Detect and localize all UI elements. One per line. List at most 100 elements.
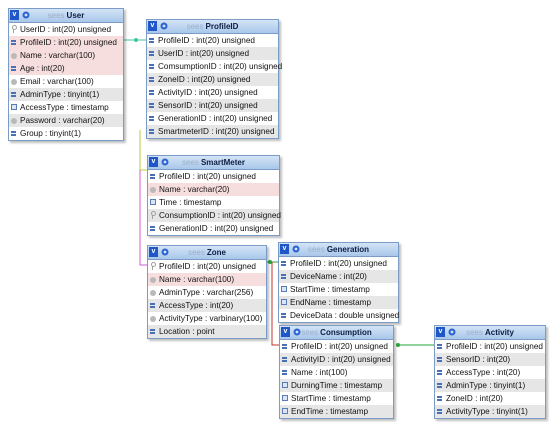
number-icon <box>11 130 16 137</box>
string-icon <box>11 53 17 59</box>
column-row[interactable]: UserID : int(20) unsigned <box>147 47 278 60</box>
column-row[interactable]: Time : timestamp <box>148 196 279 209</box>
collapse-toggle-icon[interactable]: v <box>10 10 19 20</box>
column-row[interactable]: AdminType : varchar(256) <box>148 286 266 299</box>
column-row[interactable]: ProfileID : int(20) unsigned <box>9 36 123 49</box>
number-icon <box>149 102 154 109</box>
gear-icon[interactable] <box>160 157 170 167</box>
column-row[interactable]: ProfileID : int(20) unsigned <box>280 340 393 353</box>
column-row[interactable]: ProfileID : int(20) unsigned <box>148 170 279 183</box>
column-label: ZoneID : int(20) unsigned <box>158 75 251 84</box>
column-row[interactable]: SensorID : int(20) <box>435 353 545 366</box>
collapse-toggle-icon[interactable]: v <box>148 21 157 31</box>
column-row[interactable]: ActivityType : varbinary(100) <box>148 312 266 325</box>
column-row[interactable]: ProfileID : int(20) unsigned <box>279 257 398 270</box>
column-row[interactable]: EndName : timestamp <box>279 296 398 309</box>
number-icon <box>149 50 154 57</box>
column-row[interactable]: AccessType : timestamp <box>9 101 123 114</box>
column-row[interactable]: Name : varchar(100) <box>148 273 266 286</box>
column-row[interactable]: ComsumptionID : int(20) unsigned <box>147 60 282 73</box>
gear-icon[interactable] <box>447 327 457 337</box>
column-row[interactable]: GenerationID : int(20) unsigned <box>148 222 279 235</box>
column-label: AdminType : varchar(256) <box>159 288 254 297</box>
column-row[interactable]: DeviceData : double unsigned <box>279 309 400 322</box>
gear-icon[interactable] <box>159 21 169 31</box>
gear-icon[interactable] <box>291 244 301 254</box>
number-icon <box>150 328 155 335</box>
column-row[interactable]: Name : varchar(20) <box>148 183 279 196</box>
column-row[interactable]: Location : point <box>148 325 266 338</box>
column-row[interactable]: Group : tinyint(1) <box>9 127 123 140</box>
relation-endpoint-dot <box>396 343 400 347</box>
column-row[interactable]: AdminType : tinyint(1) <box>9 88 123 101</box>
number-icon <box>150 225 155 232</box>
column-row[interactable]: Password : varchar(20) <box>9 114 123 127</box>
column-row[interactable]: ActivityID : int(20) unsigned <box>147 86 278 99</box>
string-icon <box>150 187 156 193</box>
column-row[interactable]: AccessType : int(20) <box>148 299 266 312</box>
column-row[interactable]: ActivityID : int(20) unsigned <box>280 353 393 366</box>
column-label: UserID : int(20) unsigned <box>20 25 112 34</box>
column-row[interactable]: ProfileID : int(20) unsigned <box>148 260 266 273</box>
column-row[interactable]: ConsumptionID : int(20) unsigned <box>148 209 281 222</box>
number-icon <box>11 39 16 46</box>
database-name: sees <box>182 158 199 167</box>
collapse-toggle-icon[interactable]: v <box>149 247 158 257</box>
gear-icon[interactable] <box>292 327 302 337</box>
collapse-toggle-icon[interactable]: v <box>436 327 445 337</box>
timestamp-icon <box>11 104 17 110</box>
column-label: Email : varchar(100) <box>20 77 94 86</box>
column-row[interactable]: DurningTime : timestamp <box>280 379 393 392</box>
collapse-toggle-icon[interactable]: v <box>280 244 289 254</box>
column-label: ActivityType : tinyint(1) <box>446 407 528 416</box>
column-label: EndTime : timestamp <box>291 407 369 416</box>
column-row[interactable]: GenerationID : int(20) unsigned <box>147 112 278 125</box>
column-row[interactable]: Name : varchar(100) <box>9 49 123 62</box>
column-row[interactable]: StartTime : timestamp <box>279 283 398 296</box>
column-row[interactable]: AccessType : int(20) <box>435 366 545 379</box>
column-label: DeviceData : double unsigned <box>290 311 400 320</box>
column-row[interactable]: SmartmeterID : int(20) unsigned <box>147 125 278 138</box>
column-row[interactable]: EndTime : timestamp <box>280 405 393 418</box>
database-name: sees <box>187 248 205 257</box>
column-label: ProfileID : int(20) unsigned <box>291 342 388 351</box>
column-label: Location : point <box>159 327 215 336</box>
column-row[interactable]: DeviceName : int(20) <box>279 270 398 283</box>
column-row[interactable]: StartTime : timestamp <box>280 392 393 405</box>
column-label: DeviceName : int(20) <box>290 272 367 281</box>
collapse-toggle-icon[interactable]: v <box>149 157 158 167</box>
column-row[interactable]: UserID : int(20) unsigned <box>9 23 123 36</box>
gear-icon[interactable] <box>160 247 170 257</box>
column-label: ActivityID : int(20) unsigned <box>291 355 391 364</box>
gear-icon[interactable] <box>21 10 31 20</box>
column-row[interactable]: ZoneID : int(20) unsigned <box>147 73 278 86</box>
column-row[interactable]: SensorID : int(20) unsigned <box>147 99 278 112</box>
column-row[interactable]: ZoneID : int(20) <box>435 392 545 405</box>
column-row[interactable]: Name : int(100) <box>280 366 393 379</box>
table-name: Zone <box>206 248 226 257</box>
column-row[interactable]: Age : int(20) <box>9 62 123 75</box>
column-row[interactable]: Email : varchar(100) <box>9 75 123 88</box>
column-row[interactable]: ProfileID : int(20) unsigned <box>147 34 278 47</box>
column-row[interactable]: AdminType : tinyint(1) <box>435 379 545 392</box>
key-icon <box>150 211 156 219</box>
collapse-toggle-icon[interactable]: v <box>281 327 290 337</box>
column-row[interactable]: ActivityType : tinyint(1) <box>435 405 545 418</box>
column-row[interactable]: ProfileID : int(20) unsigned <box>435 340 545 353</box>
table-name: Activity <box>485 328 514 337</box>
column-label: Age : int(20) <box>20 64 65 73</box>
